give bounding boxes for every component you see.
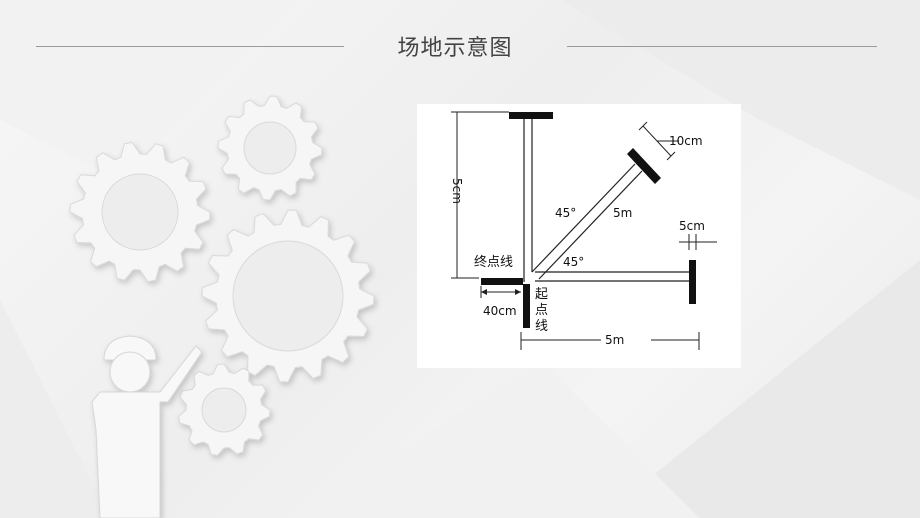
- label-start-line-1: 起: [535, 287, 548, 302]
- gear-large-left-hole: [101, 173, 179, 251]
- title-rule-right: [567, 46, 877, 47]
- gear-top-hole: [243, 121, 297, 175]
- label-bottom-length: 5m: [605, 333, 624, 347]
- label-top-width: 10cm: [669, 134, 703, 148]
- label-angle-upper: 45°: [555, 206, 576, 220]
- label-diagonal-length: 5m: [613, 206, 632, 220]
- label-finish-line: 终点线: [474, 254, 513, 270]
- right-bar: [689, 260, 696, 304]
- label-angle-lower: 45°: [563, 255, 584, 269]
- field-diagram-svg: 10cm 5cm 45° 5m 5cm 终点线 45° 起 点 线 40cm 5…: [450, 111, 717, 350]
- title-rule-left: [36, 46, 344, 47]
- gear-center-hole: [232, 240, 344, 352]
- diagonal-lane-line-2: [538, 170, 643, 280]
- field-diagram: 10cm 5cm 45° 5m 5cm 终点线 45° 起 点 线 40cm 5…: [417, 104, 741, 368]
- finish-line-mark: [481, 278, 523, 285]
- page-title: 场地示意图: [397, 36, 513, 61]
- worker-icon: [91, 335, 203, 518]
- start-line-mark: [523, 284, 530, 328]
- label-offset: 40cm: [483, 304, 517, 318]
- top-bar: [509, 112, 553, 119]
- label-vertical-dim: 5cm: [450, 178, 464, 204]
- diagonal-bar: [627, 148, 661, 184]
- gear-small-bottom-hole: [201, 387, 247, 433]
- label-right-width: 5cm: [679, 219, 705, 233]
- diagonal-lane-line-1: [531, 163, 636, 273]
- label-start-line-3: 线: [535, 319, 548, 334]
- label-start-line-2: 点: [535, 303, 548, 318]
